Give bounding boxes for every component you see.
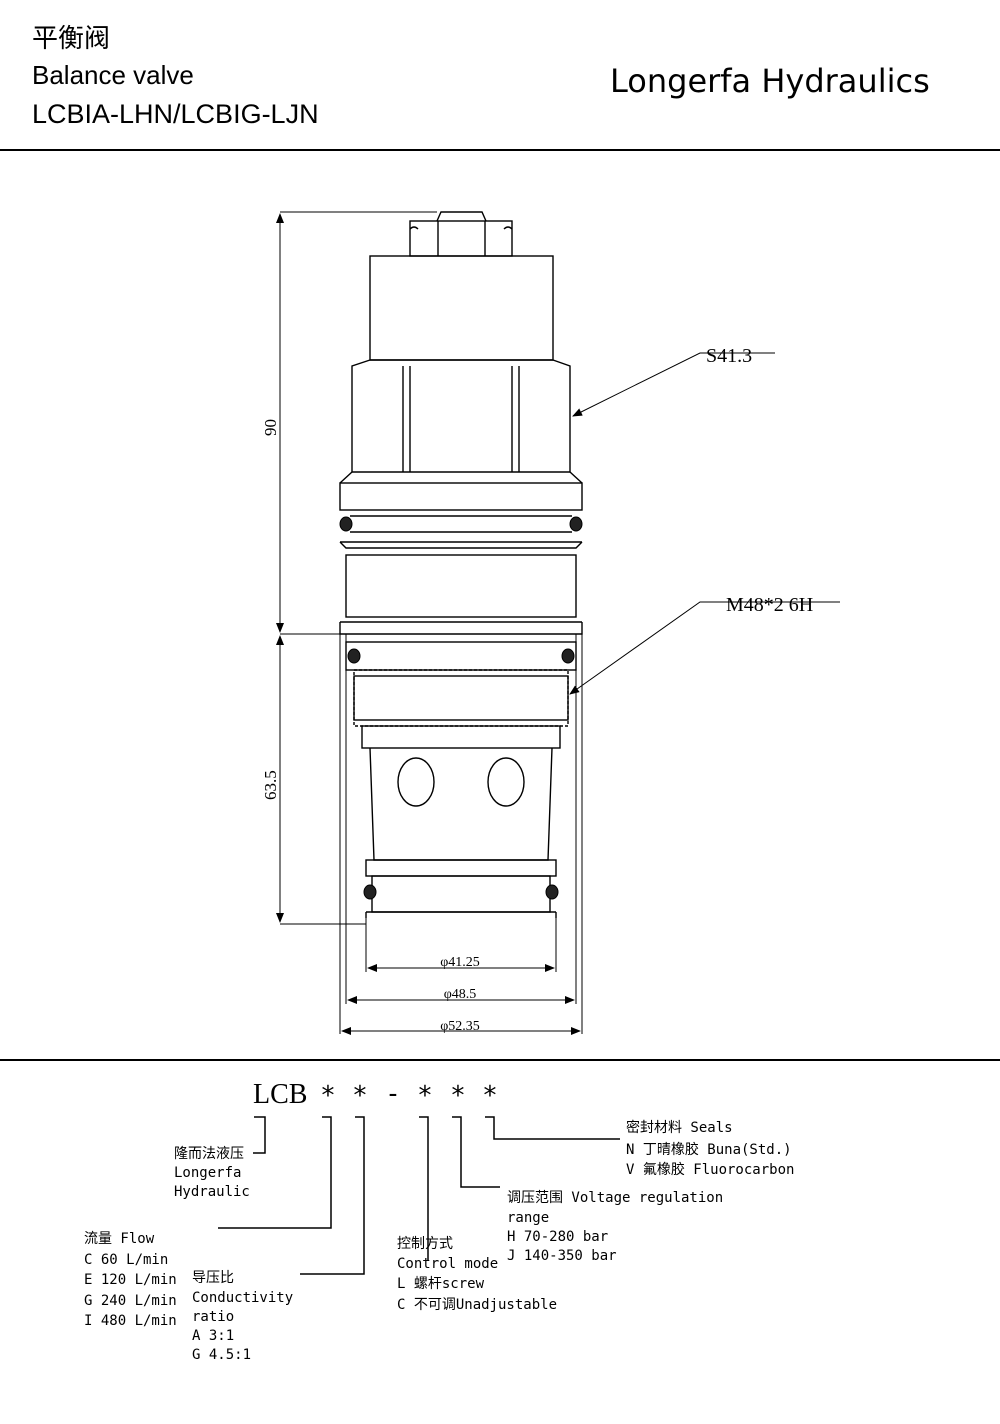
control-option: L 螺杆screw — [397, 1276, 485, 1292]
callout-hex-size: S41.3 — [706, 345, 752, 367]
port-hole-right — [487, 757, 525, 807]
maker-label-cn: 隆而法液压 — [174, 1146, 244, 1162]
flow-title: 流量 Flow — [84, 1231, 155, 1247]
section-divider — [0, 1059, 1000, 1061]
pressure-title: 调压范围 Voltage regulation — [507, 1189, 723, 1206]
code-star-3: * — [417, 1081, 433, 1111]
code-star-2: * — [352, 1081, 368, 1111]
dim-diameter-41-25: φ41.25 — [440, 955, 480, 970]
dim-diameter-52-35: φ52.35 — [440, 1019, 480, 1034]
flow-option: C 60 L/min — [84, 1252, 168, 1268]
model-number: LCBIA-LHN/LCBIG-LJN — [32, 99, 319, 129]
control-title-en: Control mode — [397, 1256, 498, 1272]
control-option: C 不可调Unadjustable — [397, 1297, 557, 1313]
dim-height-total: 90 — [261, 419, 280, 436]
flow-option: I 480 L/min — [84, 1313, 177, 1329]
ratio-title-en1: Conductivity — [192, 1290, 293, 1306]
dim-height-lower: 63.5 — [261, 770, 280, 800]
flow-option: E 120 L/min — [84, 1272, 177, 1288]
control-title-cn: 控制方式 — [397, 1236, 453, 1252]
pressure-option: H 70-280 bar — [507, 1229, 608, 1245]
ratio-title-cn: 导压比 — [192, 1270, 234, 1286]
seals-option: V 氟橡胶 Fluorocarbon — [626, 1161, 794, 1178]
port-hole-left — [397, 757, 435, 807]
ordering-code: LCB * * - * * * 隆而法液压 Longerfa Hydraulic… — [84, 1079, 794, 1363]
title-english: Balance valve — [32, 60, 194, 90]
dim-diameter-48-5: φ48.5 — [444, 987, 477, 1002]
callout-thread-size: M48*2 6H — [726, 594, 813, 616]
seals-title: 密封材料 Seals — [626, 1119, 733, 1136]
maker-label-en1: Longerfa — [174, 1165, 241, 1181]
pressure-option: J 140-350 bar — [507, 1248, 617, 1264]
maker-label-en2: Hydraulic — [174, 1184, 250, 1200]
hex-body — [351, 359, 571, 473]
seals-option: N 丁晴橡胶 Buna(Std.) — [626, 1141, 792, 1158]
flow-option: G 240 L/min — [84, 1293, 177, 1309]
code-dash: - — [385, 1079, 401, 1109]
ratio-option: G 4.5:1 — [192, 1347, 251, 1363]
brand-name: Longerfa Hydraulics — [610, 62, 930, 100]
code-star-5: * — [482, 1081, 498, 1111]
flange — [339, 482, 583, 511]
code-star-1: * — [320, 1081, 336, 1111]
thread-section — [345, 554, 577, 618]
pressure-title-cont: range — [507, 1210, 549, 1226]
ratio-title-en2: ratio — [192, 1309, 234, 1325]
adjust-nut — [409, 211, 513, 257]
title-chinese: 平衡阀 — [32, 24, 111, 54]
code-star-4: * — [450, 1081, 466, 1111]
cartridge-body — [369, 747, 553, 861]
code-prefix: LCB — [253, 1079, 307, 1110]
ratio-option: A 3:1 — [192, 1328, 234, 1344]
valve-cap — [369, 255, 554, 361]
header-divider — [0, 149, 1000, 151]
